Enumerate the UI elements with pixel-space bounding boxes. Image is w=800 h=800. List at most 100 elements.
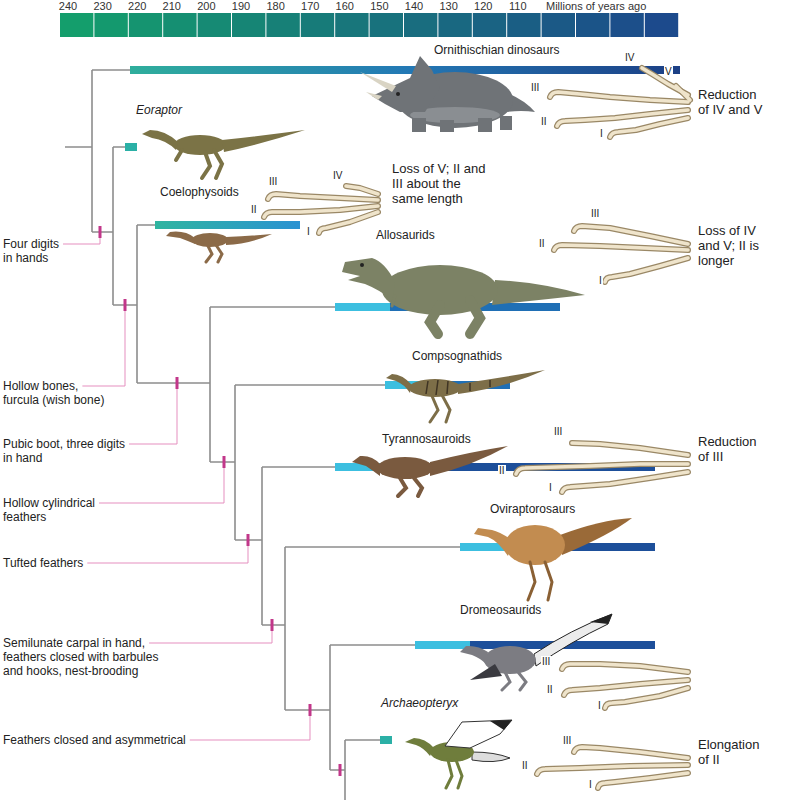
digit-number: I [588, 779, 593, 791]
taxon-name: Tyrannosauroids [382, 433, 471, 447]
digit-number: I [599, 128, 604, 140]
allosaurid-figure [392, 296, 395, 306]
character-label: Semilunate carpal in hand, feathers clos… [3, 637, 168, 678]
digit-number: II [521, 760, 529, 772]
dromaeosaurid-figure [502, 672, 526, 690]
trait-note: Reduction of IV and V [698, 88, 764, 118]
time-label: 130 [439, 0, 457, 13]
character-marker [247, 534, 250, 546]
leader-line [87, 546, 248, 563]
character-marker [99, 226, 342, 776]
time-label: 170 [301, 0, 319, 13]
tree-branch [113, 147, 137, 305]
ornithischian-figure [500, 116, 512, 130]
time-scale-bar [198, 13, 231, 37]
oviraptorosaur-figure [560, 518, 632, 555]
digit-number: III [590, 208, 600, 220]
digit-number: IV [332, 170, 343, 182]
allosaurid-figure [342, 258, 585, 334]
character-label: Feathers closed and asymmetrical [3, 734, 186, 748]
time-label: 230 [93, 0, 111, 13]
digit-number: I [548, 482, 553, 494]
digit-number: III [268, 176, 278, 188]
archaeopteryx-figure [472, 752, 510, 762]
digit-number: I [306, 226, 311, 238]
compsognathid-figure [426, 380, 490, 395]
compsognathid-figure [386, 374, 412, 393]
trait-note: Reduction of III [698, 435, 764, 465]
time-scale-bar [473, 13, 506, 37]
range-bar [155, 221, 300, 229]
tree-branch [345, 740, 380, 800]
taxon-name: Compsognathids [412, 350, 502, 364]
hand-skeleton [554, 226, 688, 282]
time-scale-bar [576, 13, 609, 37]
oviraptorosaur-figure [474, 518, 632, 600]
range-bar [125, 66, 680, 744]
ornithischian-figure [412, 118, 426, 132]
time-label: 180 [266, 0, 284, 13]
hand-skeleton [264, 68, 690, 788]
archaeopteryx-figure [405, 720, 512, 788]
eoraptor-figure [142, 130, 305, 178]
character-label: Four digits in hands [3, 238, 65, 266]
coelophysoid-figure [166, 232, 195, 244]
allosaurid-figure [492, 280, 585, 305]
compsognathid-figure [386, 370, 545, 422]
dromaeosaurid-figure [590, 614, 612, 624]
eoraptor-figure [142, 130, 178, 150]
time-scale-bar [438, 13, 471, 37]
time-label: 240 [59, 0, 77, 13]
time-label: 190 [232, 0, 250, 13]
tyrannosauroid-figure [398, 478, 422, 496]
compsognathid-figure [430, 395, 450, 422]
digit-number: V [664, 66, 673, 78]
leader-line [99, 468, 224, 503]
character-label: Hollow bones, furcula (wish bone) [3, 380, 113, 408]
tree-branch [137, 225, 210, 383]
dromaeosaurid-figure [470, 664, 502, 680]
coelophysoid-figure [206, 245, 222, 262]
time-label: 140 [405, 0, 423, 13]
character-marker [339, 764, 342, 776]
digit-number: III [541, 656, 551, 668]
coelophysoid-figure [192, 233, 228, 247]
trait-note: Loss of IV and V; II is longer [698, 224, 764, 269]
range-bar [460, 543, 505, 551]
digit-number: II [546, 684, 554, 696]
hand-skeleton [550, 68, 690, 137]
oviraptorosaur-figure [528, 562, 552, 600]
tree-branch [262, 467, 335, 625]
digit-number: II [538, 238, 546, 250]
coelophysoid-figure [166, 232, 272, 262]
ornithischian-figure [366, 92, 382, 100]
trait-note: Loss of V; II and III about the same len… [392, 162, 486, 207]
hand-skeleton [537, 747, 688, 788]
time-label: 110 [509, 0, 527, 13]
archaeopteryx-figure [445, 720, 512, 748]
digit-number: I [597, 700, 602, 712]
time-scale-bar [266, 13, 299, 37]
eoraptor-figure [176, 150, 222, 178]
hand-skeleton [264, 186, 378, 233]
allosaurid-figure [430, 300, 480, 334]
time-label: 220 [128, 0, 146, 13]
time-scale-bar [60, 13, 678, 37]
coelophysoid-figure [226, 234, 272, 245]
time-scale-bar [645, 13, 678, 37]
character-marker [271, 619, 274, 631]
character-marker [223, 456, 226, 468]
time-scale-bar [94, 13, 127, 37]
allosaurid-figure [360, 263, 364, 267]
taxon-name: Oviraptorosaurs [490, 503, 575, 517]
compsognathid-figure [409, 379, 461, 397]
time-label: 120 [474, 0, 492, 13]
time-label: 150 [370, 0, 388, 13]
time-scale-bar [370, 13, 403, 37]
time-scale-bar [542, 13, 575, 37]
tyrannosauroid-figure [352, 446, 508, 496]
leader-line [190, 716, 310, 740]
hand-skeleton [562, 664, 688, 708]
